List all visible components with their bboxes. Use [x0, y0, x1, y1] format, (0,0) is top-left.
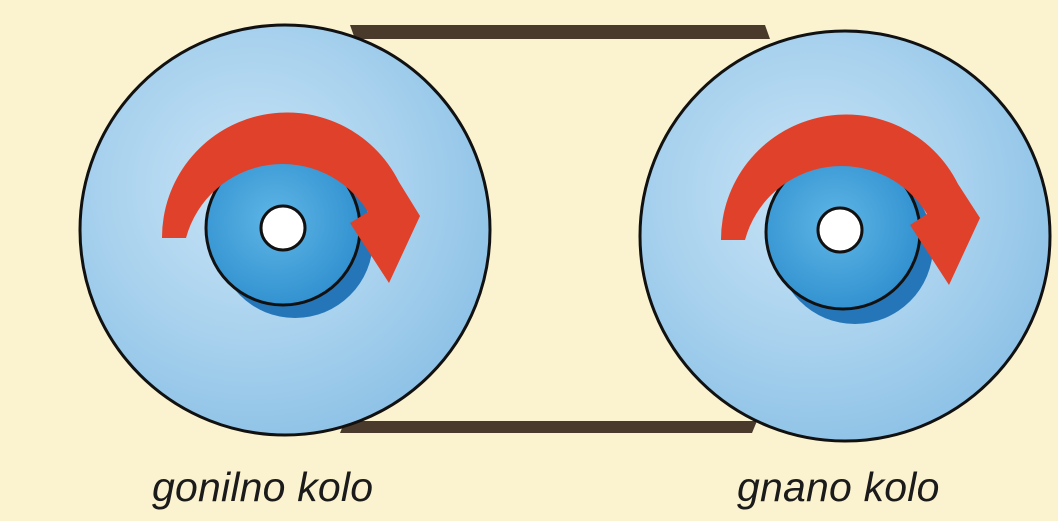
driving-wheel — [80, 25, 490, 435]
driven-wheel-axle — [818, 208, 862, 252]
driven-wheel-label: gnano kolo — [737, 462, 940, 512]
driven-wheel — [640, 31, 1050, 441]
driving-wheel-axle — [261, 206, 305, 250]
belt-top — [350, 25, 770, 39]
driving-wheel-label: gonilno kolo — [152, 462, 373, 512]
belt-bottom — [340, 421, 757, 433]
